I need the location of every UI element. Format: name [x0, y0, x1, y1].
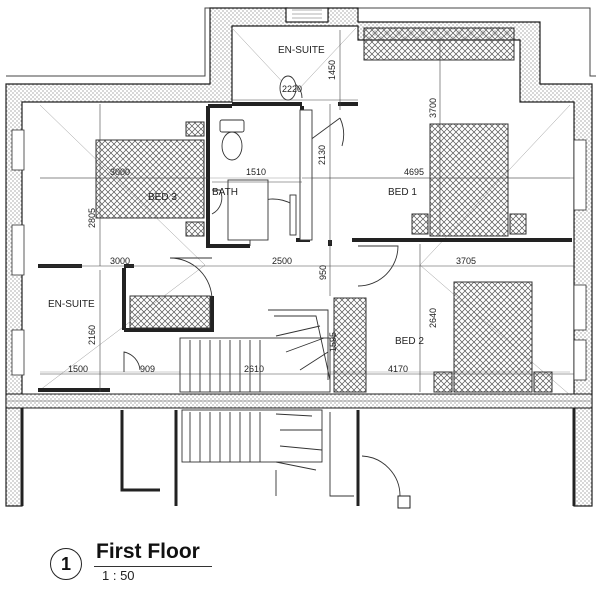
beds — [95, 27, 553, 393]
dimension-2130: 2130 — [317, 145, 327, 165]
bed-1 — [429, 123, 509, 237]
drawing-title: First Floor — [96, 540, 200, 563]
roof-outline — [6, 7, 596, 77]
dimension-1450: 1450 — [327, 60, 337, 80]
room-label-bed2: BED 2 — [395, 336, 424, 347]
dimension-1510: 1510 — [246, 167, 266, 177]
drawing-number: 1 — [50, 548, 82, 580]
windows-left — [11, 129, 25, 376]
dimension-1500: 1500 — [68, 364, 88, 374]
dimension-lines — [40, 30, 574, 392]
bed-3 — [95, 139, 205, 219]
dimension-2805: 2805 — [87, 208, 97, 228]
wardrobe-bed2 — [333, 297, 367, 393]
sanitary-fittings — [219, 75, 313, 241]
wardrobe-landing — [129, 295, 211, 329]
drawing-caption: 1 First Floor 1 : 50 — [50, 540, 350, 588]
floor-plan: EN-SUITE BATH BED 1 BED 2 BED 3 EN-SUITE… — [5, 7, 596, 509]
drawing-scale: 1 : 50 — [102, 568, 135, 583]
dimension-950: 950 — [318, 265, 328, 280]
room-label-bath: BATH — [212, 187, 238, 198]
lower-walls — [20, 408, 576, 506]
dimension-3705: 3705 — [456, 256, 476, 266]
floor-slab — [5, 393, 593, 409]
dimension-2610: 2610 — [244, 364, 264, 374]
dimension-2640: 2640 — [428, 308, 438, 328]
wardrobe-top — [363, 27, 515, 61]
staircase — [179, 309, 354, 497]
dimension-labels: 1450 2220 3700 2130 4695 3000 1510 2805 … — [68, 60, 476, 374]
dimension-2160: 2160 — [87, 325, 97, 345]
room-labels: EN-SUITE BATH BED 1 BED 2 BED 3 EN-SUITE — [48, 45, 424, 347]
dimension-3000-bed3: 3000 — [110, 167, 130, 177]
caption-rule — [94, 566, 212, 567]
dimension-4170: 4170 — [388, 364, 408, 374]
windows-right — [573, 139, 587, 381]
dimension-2500: 2500 — [272, 256, 292, 266]
dimension-1595: 1595 — [328, 332, 338, 352]
dimension-3700: 3700 — [428, 98, 438, 118]
dimension-2220: 2220 — [282, 84, 302, 94]
dimension-3000-landing: 3000 — [110, 256, 130, 266]
dimension-909: 909 — [140, 364, 155, 374]
room-label-bed1: BED 1 — [388, 187, 417, 198]
room-label-ensuite-left: EN-SUITE — [48, 299, 95, 310]
room-label-ensuite-top: EN-SUITE — [278, 45, 325, 56]
bed-2 — [453, 281, 533, 393]
room-label-bed3: BED 3 — [148, 192, 177, 203]
dimension-4695: 4695 — [404, 167, 424, 177]
